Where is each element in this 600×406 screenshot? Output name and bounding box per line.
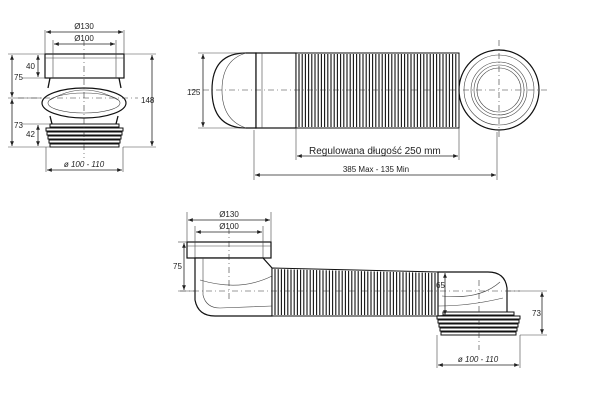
- bottom-view: Ø130 Ø100 75 65 73 ø 100 - 110: [173, 210, 547, 368]
- top-view: 125 Regulowana długość 250 mm 385 Max - …: [187, 40, 550, 180]
- left-seal-diameter-label: ø 100 - 110: [64, 160, 105, 169]
- bottom-outer-diameter-label: Ø130: [219, 210, 239, 219]
- left-outer-diameter-label: Ø130: [74, 22, 94, 31]
- top-adjustable-length-label: Regulowana długość 250 mm: [309, 146, 441, 157]
- top-height-label: 125: [187, 88, 201, 97]
- left-height-bottom-label: 73: [14, 121, 23, 130]
- bottom-inner-diameter-label: Ø100: [219, 222, 239, 231]
- left-inner-diameter-label: Ø100: [74, 34, 94, 43]
- left-height-total-label: 148: [141, 96, 155, 105]
- top-total-length-label: 385 Max - 135 Min: [343, 165, 409, 174]
- bottom-height-right-label: 73: [532, 309, 541, 318]
- bottom-pipe-diameter-label: 65: [436, 281, 445, 290]
- top-elbow-cap: [211, 52, 257, 129]
- left-height-top-label: 75: [14, 73, 23, 82]
- left-seal-fins: [45, 123, 124, 148]
- top-hose-ribs: [298, 54, 457, 127]
- top-corrugated-hose: [295, 52, 460, 129]
- left-height-cap-label: 40: [26, 62, 35, 71]
- top-rigid-sleeve: [255, 52, 297, 129]
- bottom-seal-diameter-label: ø 100 - 110: [458, 355, 499, 364]
- left-view: Ø130 Ø100 75 73 40 42 148 ø 100 - 110: [8, 22, 156, 172]
- left-height-seal-label: 42: [26, 130, 35, 139]
- bottom-right-elbow: [437, 271, 508, 317]
- bottom-height-left-label: 75: [173, 262, 182, 271]
- bottom-seal-fins: [436, 311, 521, 336]
- bottom-hose-ribs: [274, 269, 436, 315]
- left-top-collar: [44, 53, 125, 79]
